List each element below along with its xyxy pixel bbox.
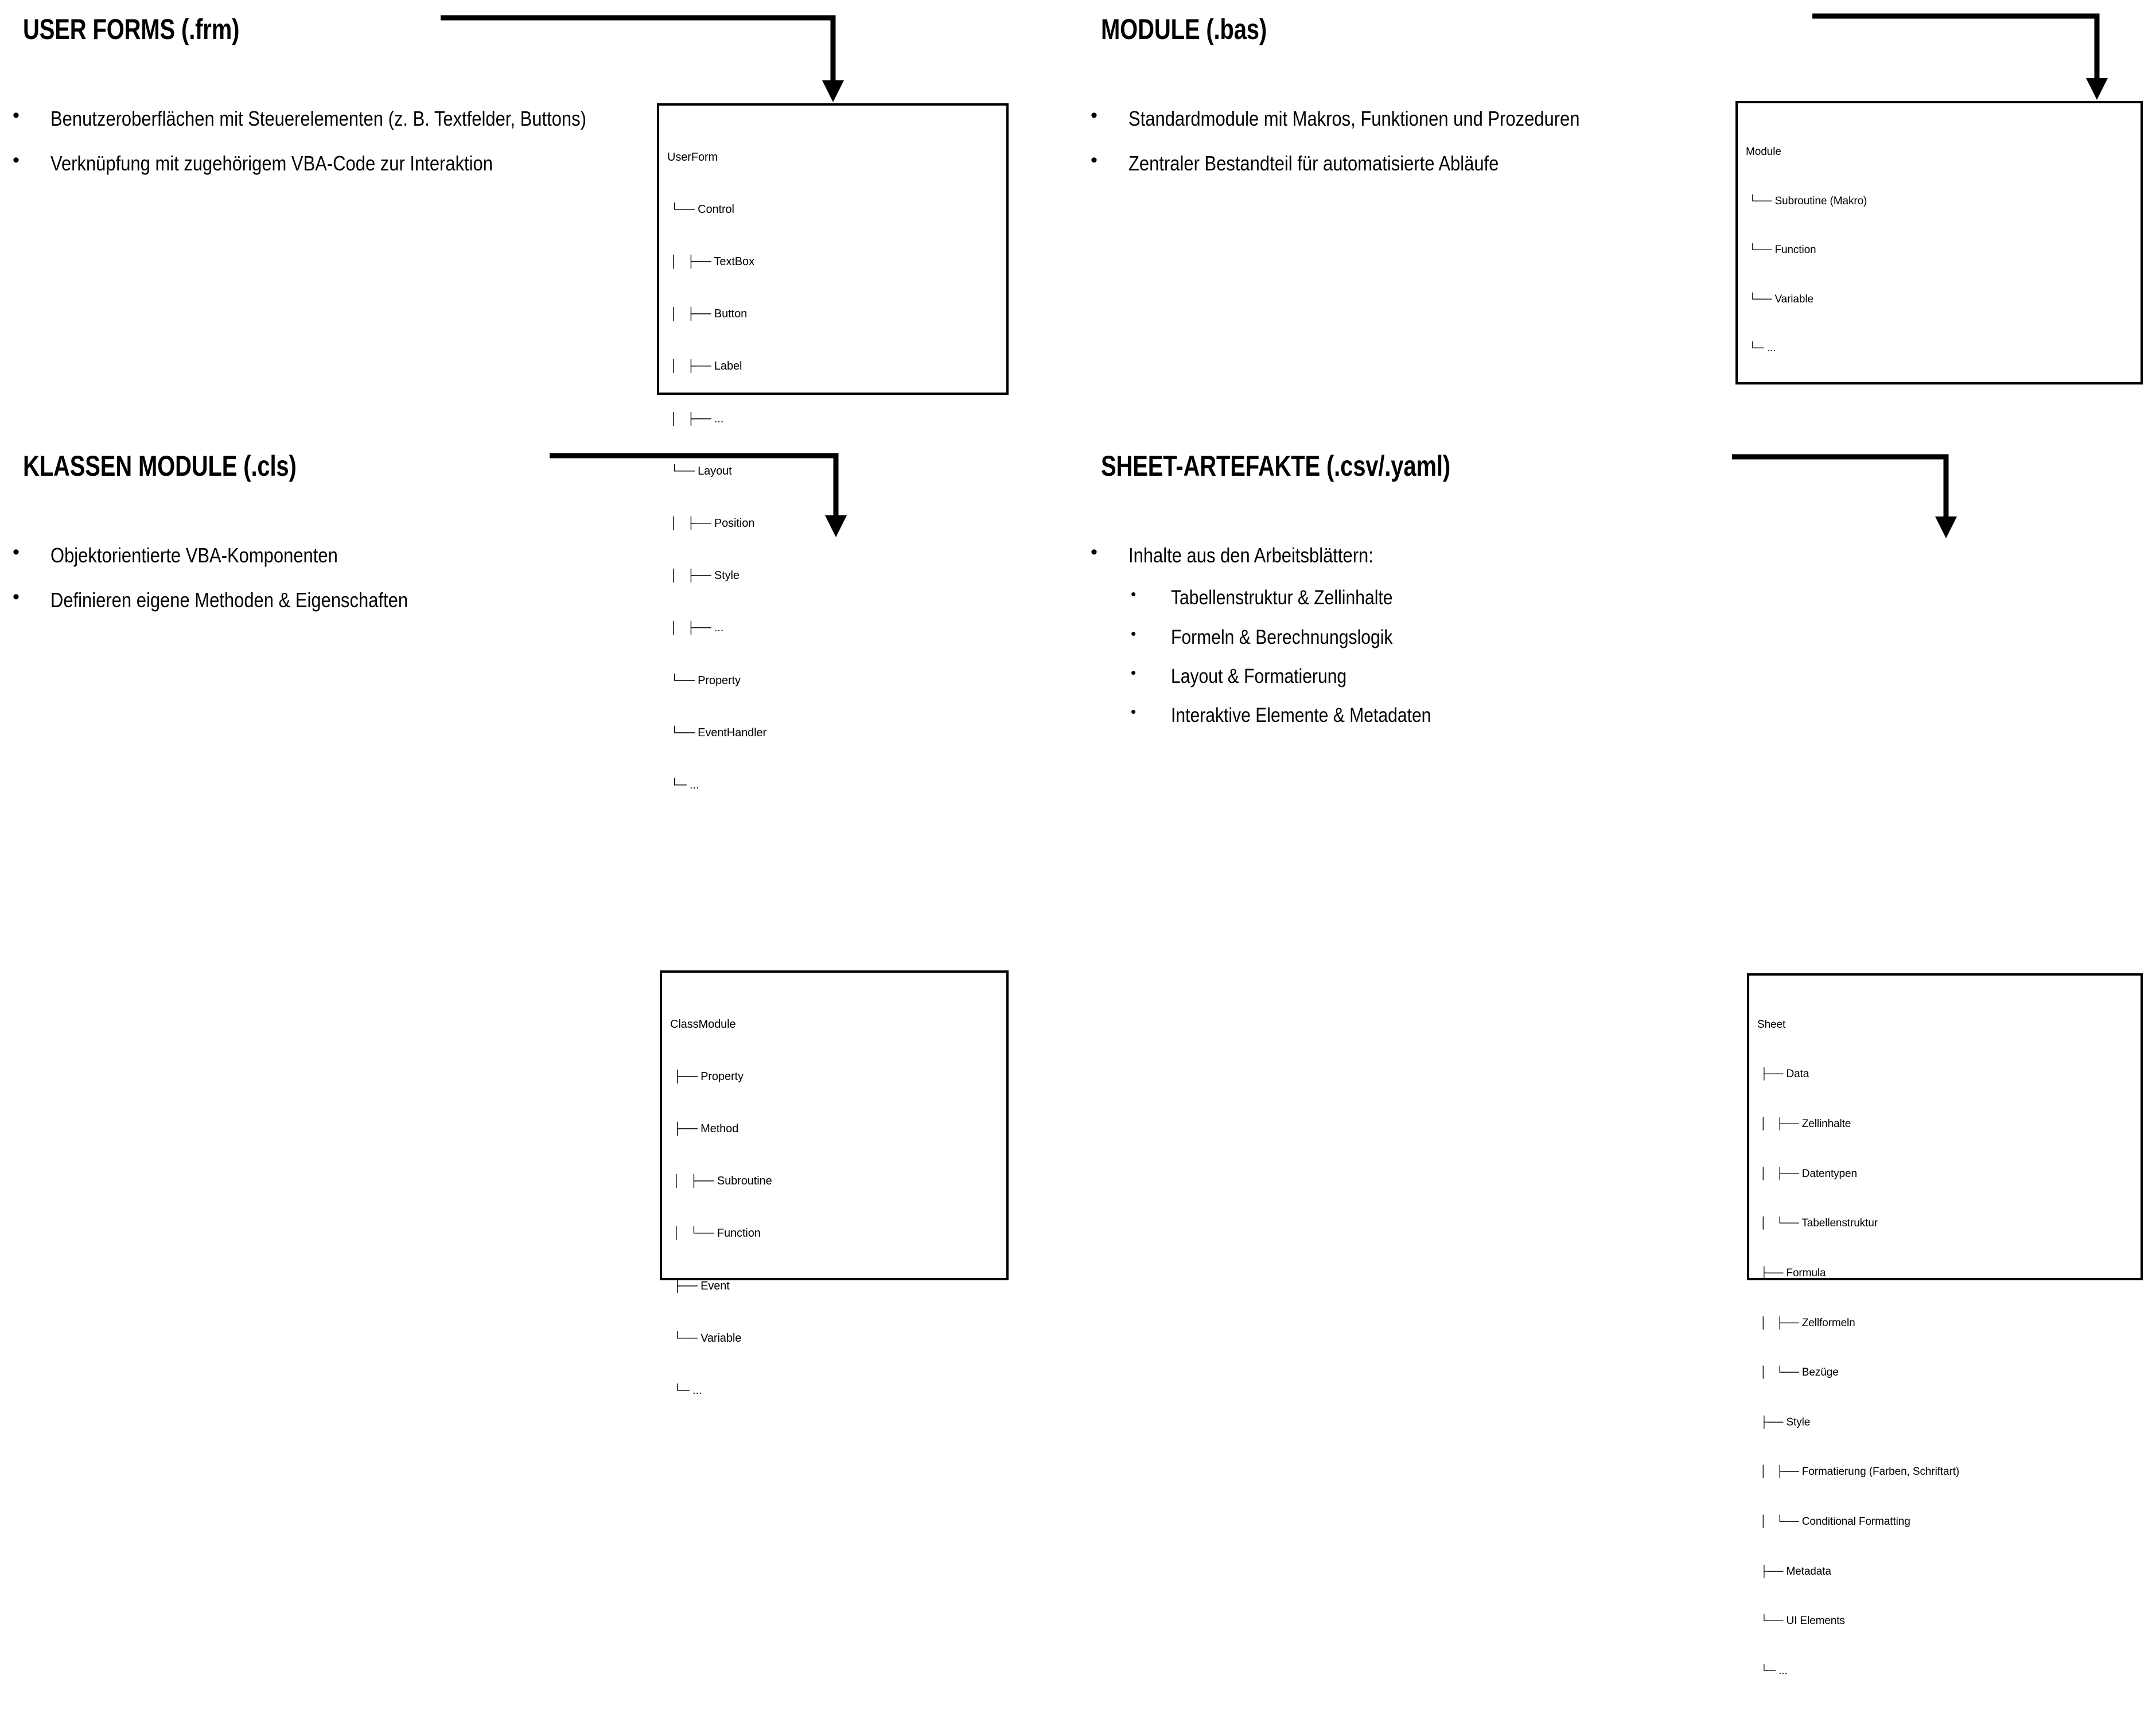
sub-bullet-dot-icon: • — [1131, 585, 1137, 603]
sub-list-item-label: Tabellenstruktur & Zellinhalte — [1171, 586, 1393, 609]
tree-box-module: Module └── Subroutine (Makro) └── Functi… — [1735, 101, 2143, 384]
tree-line: │ ├── ... — [667, 622, 724, 635]
tree-line: │ ├── Zellformeln — [1757, 1316, 1855, 1329]
connector-arrow-klassen-module — [550, 453, 847, 537]
tree-line: ├── Metadata — [1757, 1565, 1831, 1578]
bullet-dot-icon: • — [13, 541, 20, 563]
tree-line: └─ ... — [1746, 342, 1776, 354]
bullet-dot-icon: • — [1091, 149, 1098, 172]
list-item: • Standardmodule mit Makros, Funktionen … — [1091, 102, 1733, 135]
tree-line: │ └── Bezüge — [1757, 1366, 1839, 1379]
tree-line: ├── Event — [670, 1279, 730, 1292]
quadrant-sheet-artefakte: SHEET-ARTEFAKTE (.csv/.yaml) • Inhalte a… — [1078, 437, 2156, 1677]
tree-line: └─ ... — [1757, 1664, 1788, 1677]
tree-line: │ └── Function — [670, 1227, 761, 1240]
bullet-dot-icon: • — [1091, 104, 1098, 126]
tree-box-classmodule: ClassModule ├── Property ├── Method │ ├─… — [660, 970, 1009, 1397]
list-item-label: Verknüpfung mit zugehörigem VBA-Code zur… — [50, 152, 493, 176]
tree-line: │ ├── Formatierung (Farben, Schriftart) — [1757, 1466, 1960, 1478]
bullet-dot-icon: • — [13, 104, 20, 126]
tree-line: │ ├── Label — [667, 360, 742, 373]
tree-line: Module — [1746, 146, 1781, 158]
bullet-dot-icon: • — [13, 149, 20, 172]
tree-line: ├── Formula — [1757, 1267, 1826, 1279]
sub-list-item: • Tabellenstruktur & Zellinhalte — [1131, 582, 1733, 613]
tree-line: │ └── Tabellenstruktur — [1757, 1217, 1878, 1230]
tree-line: │ ├── Style — [667, 569, 740, 582]
tree-line: └── Function — [1746, 244, 1816, 256]
list-item: • Zentraler Bestandteil für automatisier… — [1091, 147, 1733, 180]
list-item-label: Inhalte aus den Arbeitsblättern: — [1128, 543, 1373, 567]
bullet-list-sheet-artefakte: • Inhalte aus den Arbeitsblättern: • Tab… — [1091, 539, 1733, 743]
bullet-list-module: • Standardmodule mit Makros, Funktionen … — [1091, 102, 1733, 192]
sub-list-item-label: Interaktive Elemente & Metadaten — [1171, 704, 1431, 727]
sub-list-item-label: Layout & Formatierung — [1171, 665, 1347, 687]
tree-line: ├── Method — [670, 1122, 739, 1136]
sub-list-item: • Layout & Formatierung — [1131, 661, 1733, 692]
tree-line: └── Control — [667, 203, 734, 216]
tree-line: └── Property — [667, 674, 741, 687]
bullet-list-user-forms: • Benutzeroberflächen mit Steuerelemente… — [13, 102, 655, 192]
tree-line: UserForm — [667, 150, 718, 164]
page-title-user-forms: USER FORMS (.frm) — [23, 13, 240, 45]
bullet-dot-icon: • — [13, 586, 20, 608]
quadrant-user-forms: USER FORMS (.frm) • Benutzeroberflächen … — [0, 0, 1078, 791]
bullet-list-klassen-module: • Objektorientierte VBA-Komponenten • De… — [13, 539, 655, 629]
quadrant-module: MODULE (.bas) • Standardmodule mit Makro… — [1078, 0, 2156, 437]
tree-line: Sheet — [1757, 1018, 1786, 1031]
tree-box-userform: UserForm └── Control │ ├── TextBox │ ├──… — [657, 103, 1009, 791]
page-title-module: MODULE (.bas) — [1101, 13, 1267, 45]
tree-line: ├── Property — [670, 1070, 744, 1083]
tree-listing: UserForm └── Control │ ├── TextBox │ ├──… — [667, 114, 1006, 829]
tree-line: └─ ... — [670, 1384, 702, 1397]
sub-list-item: • Formeln & Berechnungslogik — [1131, 622, 1733, 653]
tree-line: │ ├── Button — [667, 308, 748, 321]
tree-line: └── EventHandler — [667, 726, 767, 739]
list-item: • Benutzeroberflächen mit Steuerelemente… — [13, 102, 655, 135]
tree-listing: Sheet ├── Data │ ├── Zellinhalte │ ├── D… — [1757, 984, 2141, 1713]
list-item-label: Zentraler Bestandteil für automatisierte… — [1128, 152, 1499, 176]
list-item: • Objektorientierte VBA-Komponenten — [13, 539, 655, 572]
page-title-klassen-module: KLASSEN MODULE (.cls) — [23, 450, 297, 482]
page-title-sheet-artefakte: SHEET-ARTEFAKTE (.csv/.yaml) — [1101, 450, 1450, 482]
tree-listing: Module └── Subroutine (Makro) └── Functi… — [1746, 111, 2141, 390]
tree-line: ├── Data — [1757, 1068, 1809, 1081]
tree-line: │ ├── TextBox — [667, 255, 754, 269]
list-item-label: Standardmodule mit Makros, Funktionen un… — [1128, 107, 1580, 130]
tree-box-sheet: Sheet ├── Data │ ├── Zellinhalte │ ├── D… — [1747, 973, 2143, 1677]
list-item: • Inhalte aus den Arbeitsblättern: • Tab… — [1091, 539, 1733, 731]
list-item: • Verknüpfung mit zugehörigem VBA-Code z… — [13, 147, 655, 180]
tree-line: │ ├── ... — [667, 412, 724, 425]
tree-line: └─ ... — [667, 778, 699, 791]
quadrant-klassen-module: KLASSEN MODULE (.cls) • Objektorientiert… — [0, 437, 1078, 1397]
tree-line: │ ├── Datentypen — [1757, 1167, 1857, 1180]
tree-line: └── Variable — [670, 1331, 742, 1345]
tree-line: └── Subroutine (Makro) — [1746, 195, 1867, 207]
list-item-label: Objektorientierte VBA-Komponenten — [50, 543, 338, 567]
tree-line: │ └── Conditional Formatting — [1757, 1516, 1910, 1528]
list-item: • Definieren eigene Methoden & Eigenscha… — [13, 584, 655, 617]
sub-list-item-label: Formeln & Berechnungslogik — [1171, 626, 1393, 648]
sub-bullet-dot-icon: • — [1131, 624, 1137, 642]
list-item-label: Benutzeroberflächen mit Steuerelementen … — [50, 107, 586, 130]
tree-line: ├── Style — [1757, 1416, 1811, 1428]
bullet-dot-icon: • — [1091, 541, 1098, 563]
sub-bullet-list: • Tabellenstruktur & Zellinhalte • Forme… — [1131, 582, 1733, 731]
list-item-label: Definieren eigene Methoden & Eigenschaft… — [50, 588, 408, 612]
sub-bullet-dot-icon: • — [1131, 703, 1137, 721]
tree-listing: ClassModule ├── Property ├── Method │ ├─… — [670, 981, 1006, 1434]
tree-line: ClassModule — [670, 1017, 736, 1031]
tree-line: └── Variable — [1746, 293, 1813, 305]
sub-list-item: • Interaktive Elemente & Metadaten — [1131, 700, 1733, 731]
tree-line: │ ├── Subroutine — [670, 1175, 772, 1188]
tree-line: └── UI Elements — [1757, 1615, 1845, 1627]
sub-bullet-dot-icon: • — [1131, 663, 1137, 681]
tree-line: │ ├── Zellinhalte — [1757, 1118, 1851, 1130]
